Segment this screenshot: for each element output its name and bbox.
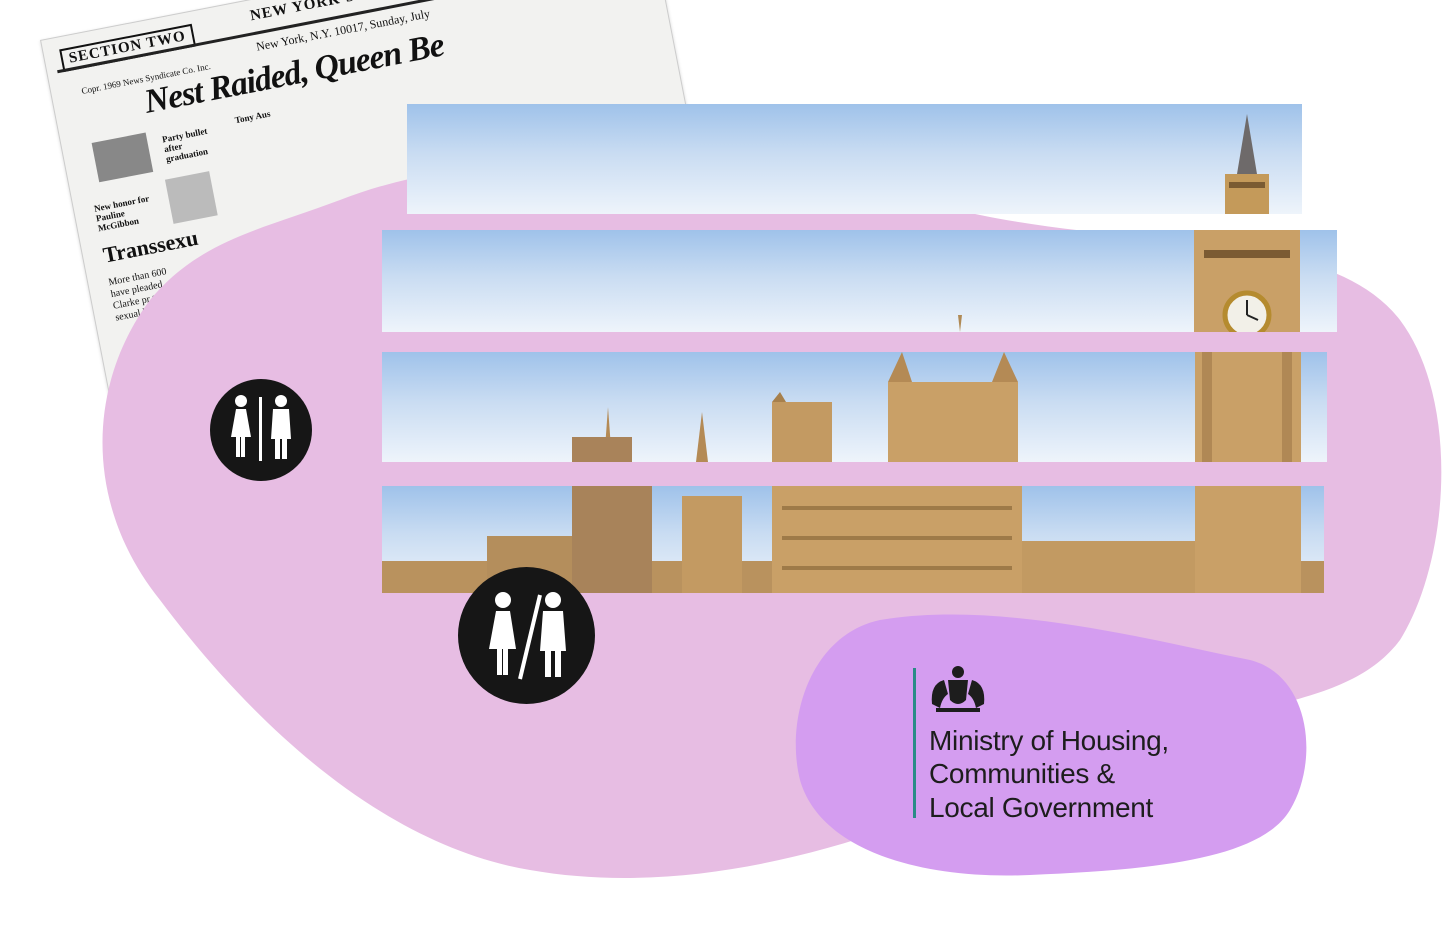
parliament-photo-strip — [407, 104, 1302, 214]
ministry-name-line-2: Communities & — [929, 758, 1115, 789]
ministry-name-line-1: Ministry of Housing, — [929, 725, 1169, 756]
royal-coat-of-arms-icon — [931, 666, 985, 712]
parliament-photo-strip — [382, 486, 1324, 593]
parliament-photo-strip — [382, 352, 1327, 462]
toilet-sign-icon — [210, 379, 312, 481]
gender-neutral-toilet-icon — [458, 567, 595, 704]
ministry-logo-rule — [913, 668, 916, 818]
parliament-photo-strip — [382, 230, 1337, 332]
ministry-name-line-3: Local Government — [929, 792, 1153, 823]
